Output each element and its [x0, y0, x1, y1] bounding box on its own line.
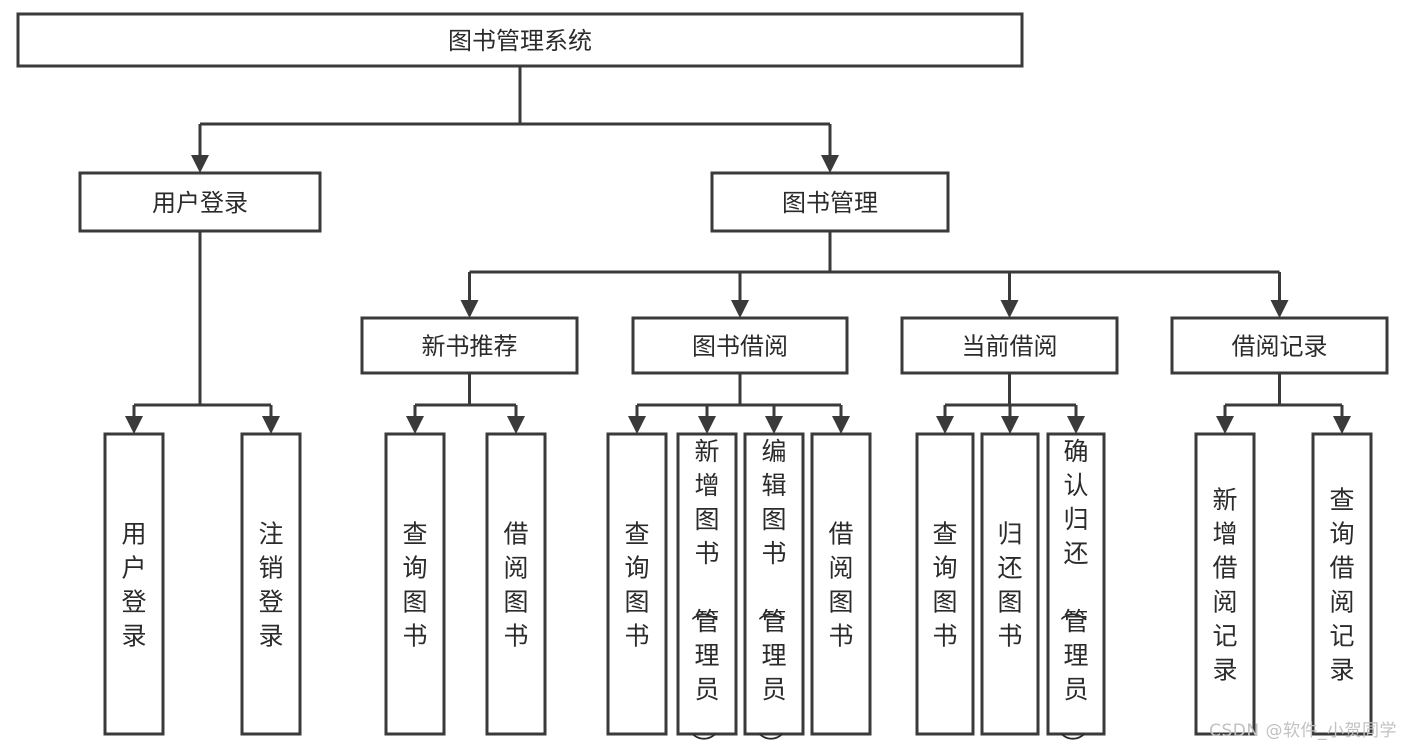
node-label: 当前借阅: [962, 333, 1058, 361]
node-rect[interactable]: [676, 432, 738, 736]
current-borrow-to-leaves-arrow-icon: [1067, 416, 1085, 434]
node-label: 新增图书（管理员）: [688, 437, 719, 747]
node-leaf-leaf-return-book[interactable]: 归还图书: [980, 432, 1040, 736]
node-label: 归还图书: [997, 520, 1022, 651]
node-rect[interactable]: [810, 432, 872, 736]
user-login-to-leaves-arrow-icon: [262, 416, 280, 434]
node-label: 图书借阅: [692, 333, 788, 361]
node-leaf-leaf-add-record[interactable]: 新增借阅记录: [1194, 432, 1256, 736]
bookmgmt-to-level3-arrow-icon: [460, 300, 479, 318]
book-borrow-to-leaves-arrow-icon: [832, 416, 850, 434]
node-rect[interactable]: [78, 171, 322, 233]
bookmgmt-to-level3-arrow-icon: [731, 300, 749, 318]
connector-layer: [125, 66, 1351, 434]
node-layer: 图书管理系统用户登录图书管理新书推荐图书借阅当前借阅借阅记录用户登录注销登录查询…: [16, 12, 1389, 747]
node-leaf-leaf-query-record[interactable]: 查询借阅记录: [1311, 432, 1373, 736]
node-label: 确认归还（管理员）: [1057, 437, 1088, 747]
new-book-recommend-to-leaves-arrow-icon: [507, 416, 525, 434]
root-to-level2-arrow-icon: [821, 155, 839, 173]
node-leaf-leaf-confirm-return[interactable]: 确认归还（管理员）: [1046, 432, 1106, 747]
node-leaf-leaf-query-book-3[interactable]: 查询图书: [915, 432, 975, 736]
current-borrow-to-leaves-arrow-icon: [936, 416, 954, 434]
node-leaf-leaf-query-book-1[interactable]: 查询图书: [384, 432, 446, 736]
book-borrow-to-leaves-arrow-icon: [698, 416, 716, 434]
node-rect[interactable]: [980, 432, 1040, 736]
node-rect[interactable]: [103, 432, 165, 736]
current-borrow-to-leaves-arrow-icon: [1001, 416, 1019, 434]
node-rect[interactable]: [743, 432, 805, 736]
root-to-level2-arrow-icon: [191, 155, 209, 173]
node-rect[interactable]: [360, 316, 579, 375]
node-leaf-leaf-add-book[interactable]: 新增图书（管理员）: [676, 432, 738, 747]
node-rect[interactable]: [900, 316, 1119, 375]
node-label: 借阅图书: [503, 520, 528, 651]
bookmgmt-to-level3-arrow-icon: [1000, 300, 1019, 318]
node-label: 用户登录: [152, 189, 248, 217]
node-label: 用户登录: [121, 520, 146, 651]
node-leaf-leaf-borrow-book-2[interactable]: 借阅图书: [810, 432, 872, 736]
node-leaf-leaf-logout[interactable]: 注销登录: [240, 432, 302, 736]
node-leaf-leaf-borrow-book-1[interactable]: 借阅图书: [485, 432, 547, 736]
node-leaf-leaf-user-login[interactable]: 用户登录: [103, 432, 165, 736]
node-rect[interactable]: [631, 316, 849, 375]
node-label: 查询图书: [402, 520, 427, 651]
new-book-recommend-to-leaves-arrow-icon: [406, 416, 424, 434]
node-label: 注销登录: [258, 520, 283, 651]
node-label: 新增借阅记录: [1212, 486, 1237, 685]
book-borrow-to-leaves-arrow-icon: [628, 416, 646, 434]
node-level2-book-management[interactable]: 图书管理: [710, 171, 950, 233]
node-label: 查询图书: [624, 520, 649, 651]
borrow-records-to-leaves-arrow-icon: [1333, 416, 1351, 434]
node-leaf-leaf-edit-book[interactable]: 编辑图书（管理员）: [743, 432, 805, 747]
borrow-records-to-leaves-arrow-icon: [1216, 416, 1234, 434]
user-login-to-leaves-arrow-icon: [125, 416, 143, 434]
node-label: 新书推荐: [422, 333, 518, 361]
node-rect[interactable]: [606, 432, 668, 736]
node-rect[interactable]: [710, 171, 950, 233]
node-root[interactable]: 图书管理系统: [16, 12, 1024, 68]
node-rect[interactable]: [240, 432, 302, 736]
node-level3-borrow-records[interactable]: 借阅记录: [1170, 316, 1389, 375]
node-rect[interactable]: [1194, 432, 1256, 736]
node-rect[interactable]: [384, 432, 446, 736]
node-rect[interactable]: [1170, 316, 1389, 375]
node-label: 借阅图书: [828, 520, 853, 651]
node-rect[interactable]: [915, 432, 975, 736]
node-label: 图书管理: [782, 189, 878, 217]
node-rect[interactable]: [1046, 432, 1106, 736]
node-level2-user-login[interactable]: 用户登录: [78, 171, 322, 233]
node-level3-book-borrow[interactable]: 图书借阅: [631, 316, 849, 375]
node-rect[interactable]: [485, 432, 547, 736]
book-borrow-to-leaves-arrow-icon: [765, 416, 783, 434]
node-label: 借阅记录: [1232, 333, 1328, 361]
node-label: 编辑图书（管理员）: [755, 437, 786, 747]
node-label: 查询借阅记录: [1329, 486, 1354, 685]
node-rect[interactable]: [16, 12, 1024, 68]
node-rect[interactable]: [1311, 432, 1373, 736]
node-level3-new-book-recommend[interactable]: 新书推荐: [360, 316, 579, 375]
node-leaf-leaf-query-book-2[interactable]: 查询图书: [606, 432, 668, 736]
node-label: 查询图书: [932, 520, 957, 651]
node-level3-current-borrow[interactable]: 当前借阅: [900, 316, 1119, 375]
bookmgmt-to-level3-arrow-icon: [1270, 300, 1289, 318]
node-label: 图书管理系统: [448, 27, 592, 55]
